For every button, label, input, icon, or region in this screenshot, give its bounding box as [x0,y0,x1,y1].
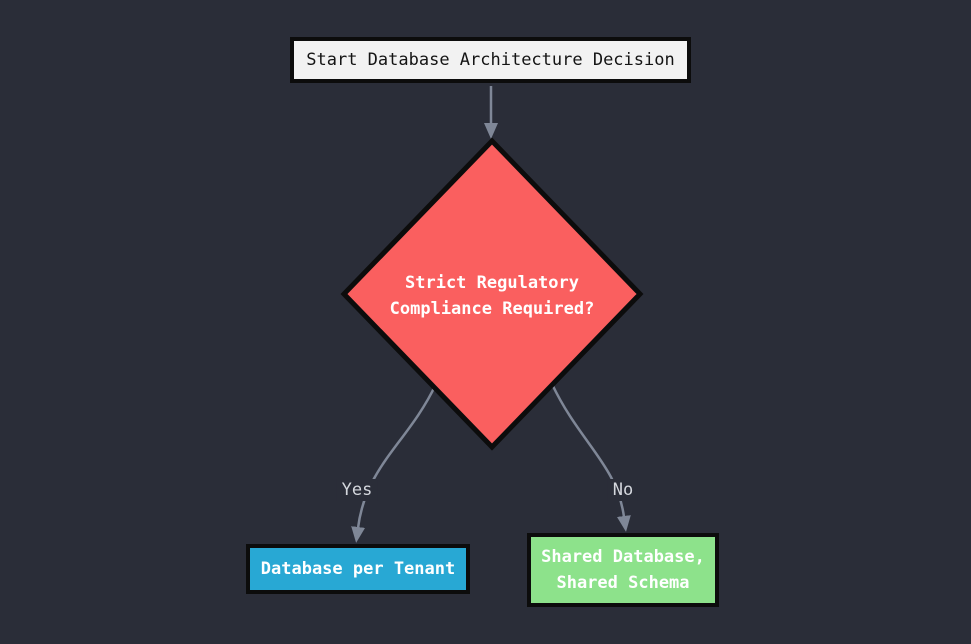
shared-database-label-line1: Shared Database, [541,547,705,567]
edge-label-no-text: No [612,480,634,500]
database-per-tenant-node: Database per Tenant [246,544,470,594]
database-per-tenant-label: Database per Tenant [260,559,456,579]
start-node: Start Database Architecture Decision [290,37,691,83]
edge-label-no: No [607,479,639,501]
decision-diamond [340,137,644,451]
shared-database-node: Shared Database, Shared Schema [527,533,719,607]
decision-label-line1: Strict Regulatory [405,273,579,293]
edge-label-yes-text: Yes [341,480,373,500]
decision-label-line2: Compliance Required? [389,299,595,319]
decision-diamond-label: Strict Regulatory Compliance Required? [352,270,632,322]
shared-database-label-line2: Shared Schema [556,573,690,593]
start-node-label: Start Database Architecture Decision [306,50,675,70]
edge-decision-to-yes-result [351,383,438,543]
edge-label-yes: Yes [336,479,378,501]
